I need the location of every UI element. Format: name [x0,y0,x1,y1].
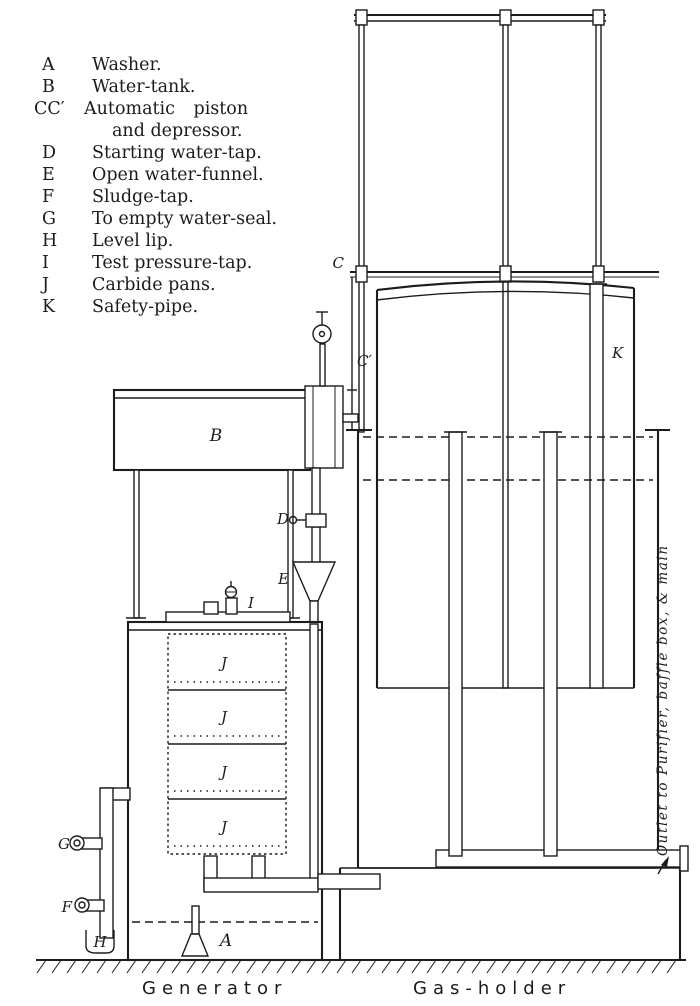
connecting-pipe [317,873,381,890]
legend-item: G To empty water-seal. [34,208,350,230]
diagram-label-c-prime: C′ [357,352,372,370]
piston-mechanism [304,277,359,469]
legend-label: Automatic piston [84,99,249,119]
legend-item: E Open water-funnel. [34,164,350,186]
legend-item: A Washer. [34,54,350,76]
legend-key: CC′ [34,99,65,119]
level-lip [85,930,115,954]
legend-key: E [42,165,55,185]
legend-item: F Sludge-tap. [34,186,350,208]
legend-item: D Starting water-tap. [34,142,350,164]
water-funnel [291,561,337,625]
water-seal-tap [69,835,103,851]
sludge-tap [74,897,105,913]
diagram-label-i: I [247,594,255,612]
gas-holder-bell [375,280,636,689]
legend-key: D [42,143,57,163]
diagram-label-f: F [61,898,73,916]
legend-item: H Level lip. [34,230,350,252]
outlet-arrow-icon [657,856,669,875]
legend-label: Water-tank. [92,77,196,97]
legend-label: Sludge-tap. [92,187,194,207]
legend-label: Level lip. [92,231,174,251]
legend-key: K [42,297,56,317]
water-level-lines [363,436,653,481]
legend-key: J [42,275,50,295]
legend-key: A [42,55,55,75]
diagram-label-g: G [58,835,70,853]
legend-key: G [42,209,56,229]
diagram-label-h: H [92,933,107,951]
legend: A Washer. B Water-tank. CC′ Automatic pi… [34,54,350,318]
caption-gas-holder: Gas-holder [413,978,572,999]
holder-internal-pipes [435,431,689,872]
legend-label: Washer. [92,55,162,75]
legend-label: Safety-pipe. [92,297,199,317]
diagram-labels: C C′ B D E I J J J J K G F H A Outlet to… [58,254,671,951]
diagram-label-j2: J [218,708,228,726]
legend-key: F [42,187,55,207]
legend-item: B Water-tank. [34,76,350,98]
diagram-label-d: D [276,510,289,528]
legend-item: I Test pressure-tap. [34,252,350,274]
caption-generator: Generator [142,978,288,999]
legend-label: and depressor. [112,121,243,141]
legend-key: B [42,77,55,97]
legend-key [34,120,92,142]
legend-label: Starting water-tap. [92,143,262,163]
legend-item: K Safety-pipe. [34,296,350,318]
legend-label: To empty water-seal. [92,209,278,229]
legend-item: CC′ Automatic piston [34,98,350,120]
generator-downcomer [203,623,319,893]
generator-vessel [126,601,324,962]
safety-pipe [586,283,607,689]
test-pressure-tap [224,581,238,615]
diagram-label-j4: J [218,818,228,836]
legend-item-continuation: and depressor. [34,120,350,142]
outlet-note: Outlet to Purifier, baffle box, & main [655,544,671,856]
legend-key: I [42,253,49,273]
left-pipework [99,787,131,939]
legend-label: Open water-funnel. [92,165,264,185]
carbide-pan-stack [167,633,287,855]
washer [132,905,318,957]
diagram-label-k: K [611,344,624,362]
ground-line [36,958,686,974]
diagram-label-j3: J [218,763,228,781]
legend-key: H [42,231,58,251]
legend-label: Carbide pans. [92,275,216,295]
legend-item: J Carbide pans. [34,274,350,296]
diagram-label-j1: J [218,654,228,672]
diagram-label-e: E [277,570,289,588]
starting-water-tap [288,513,327,528]
holder-foundation [338,867,682,960]
diagram-label-c: C [333,254,345,272]
water-tank [112,388,312,619]
diagram-label-b: B [209,426,223,446]
diagram-label-a: A [218,931,232,951]
legend-label: Test pressure-tap. [92,253,253,273]
